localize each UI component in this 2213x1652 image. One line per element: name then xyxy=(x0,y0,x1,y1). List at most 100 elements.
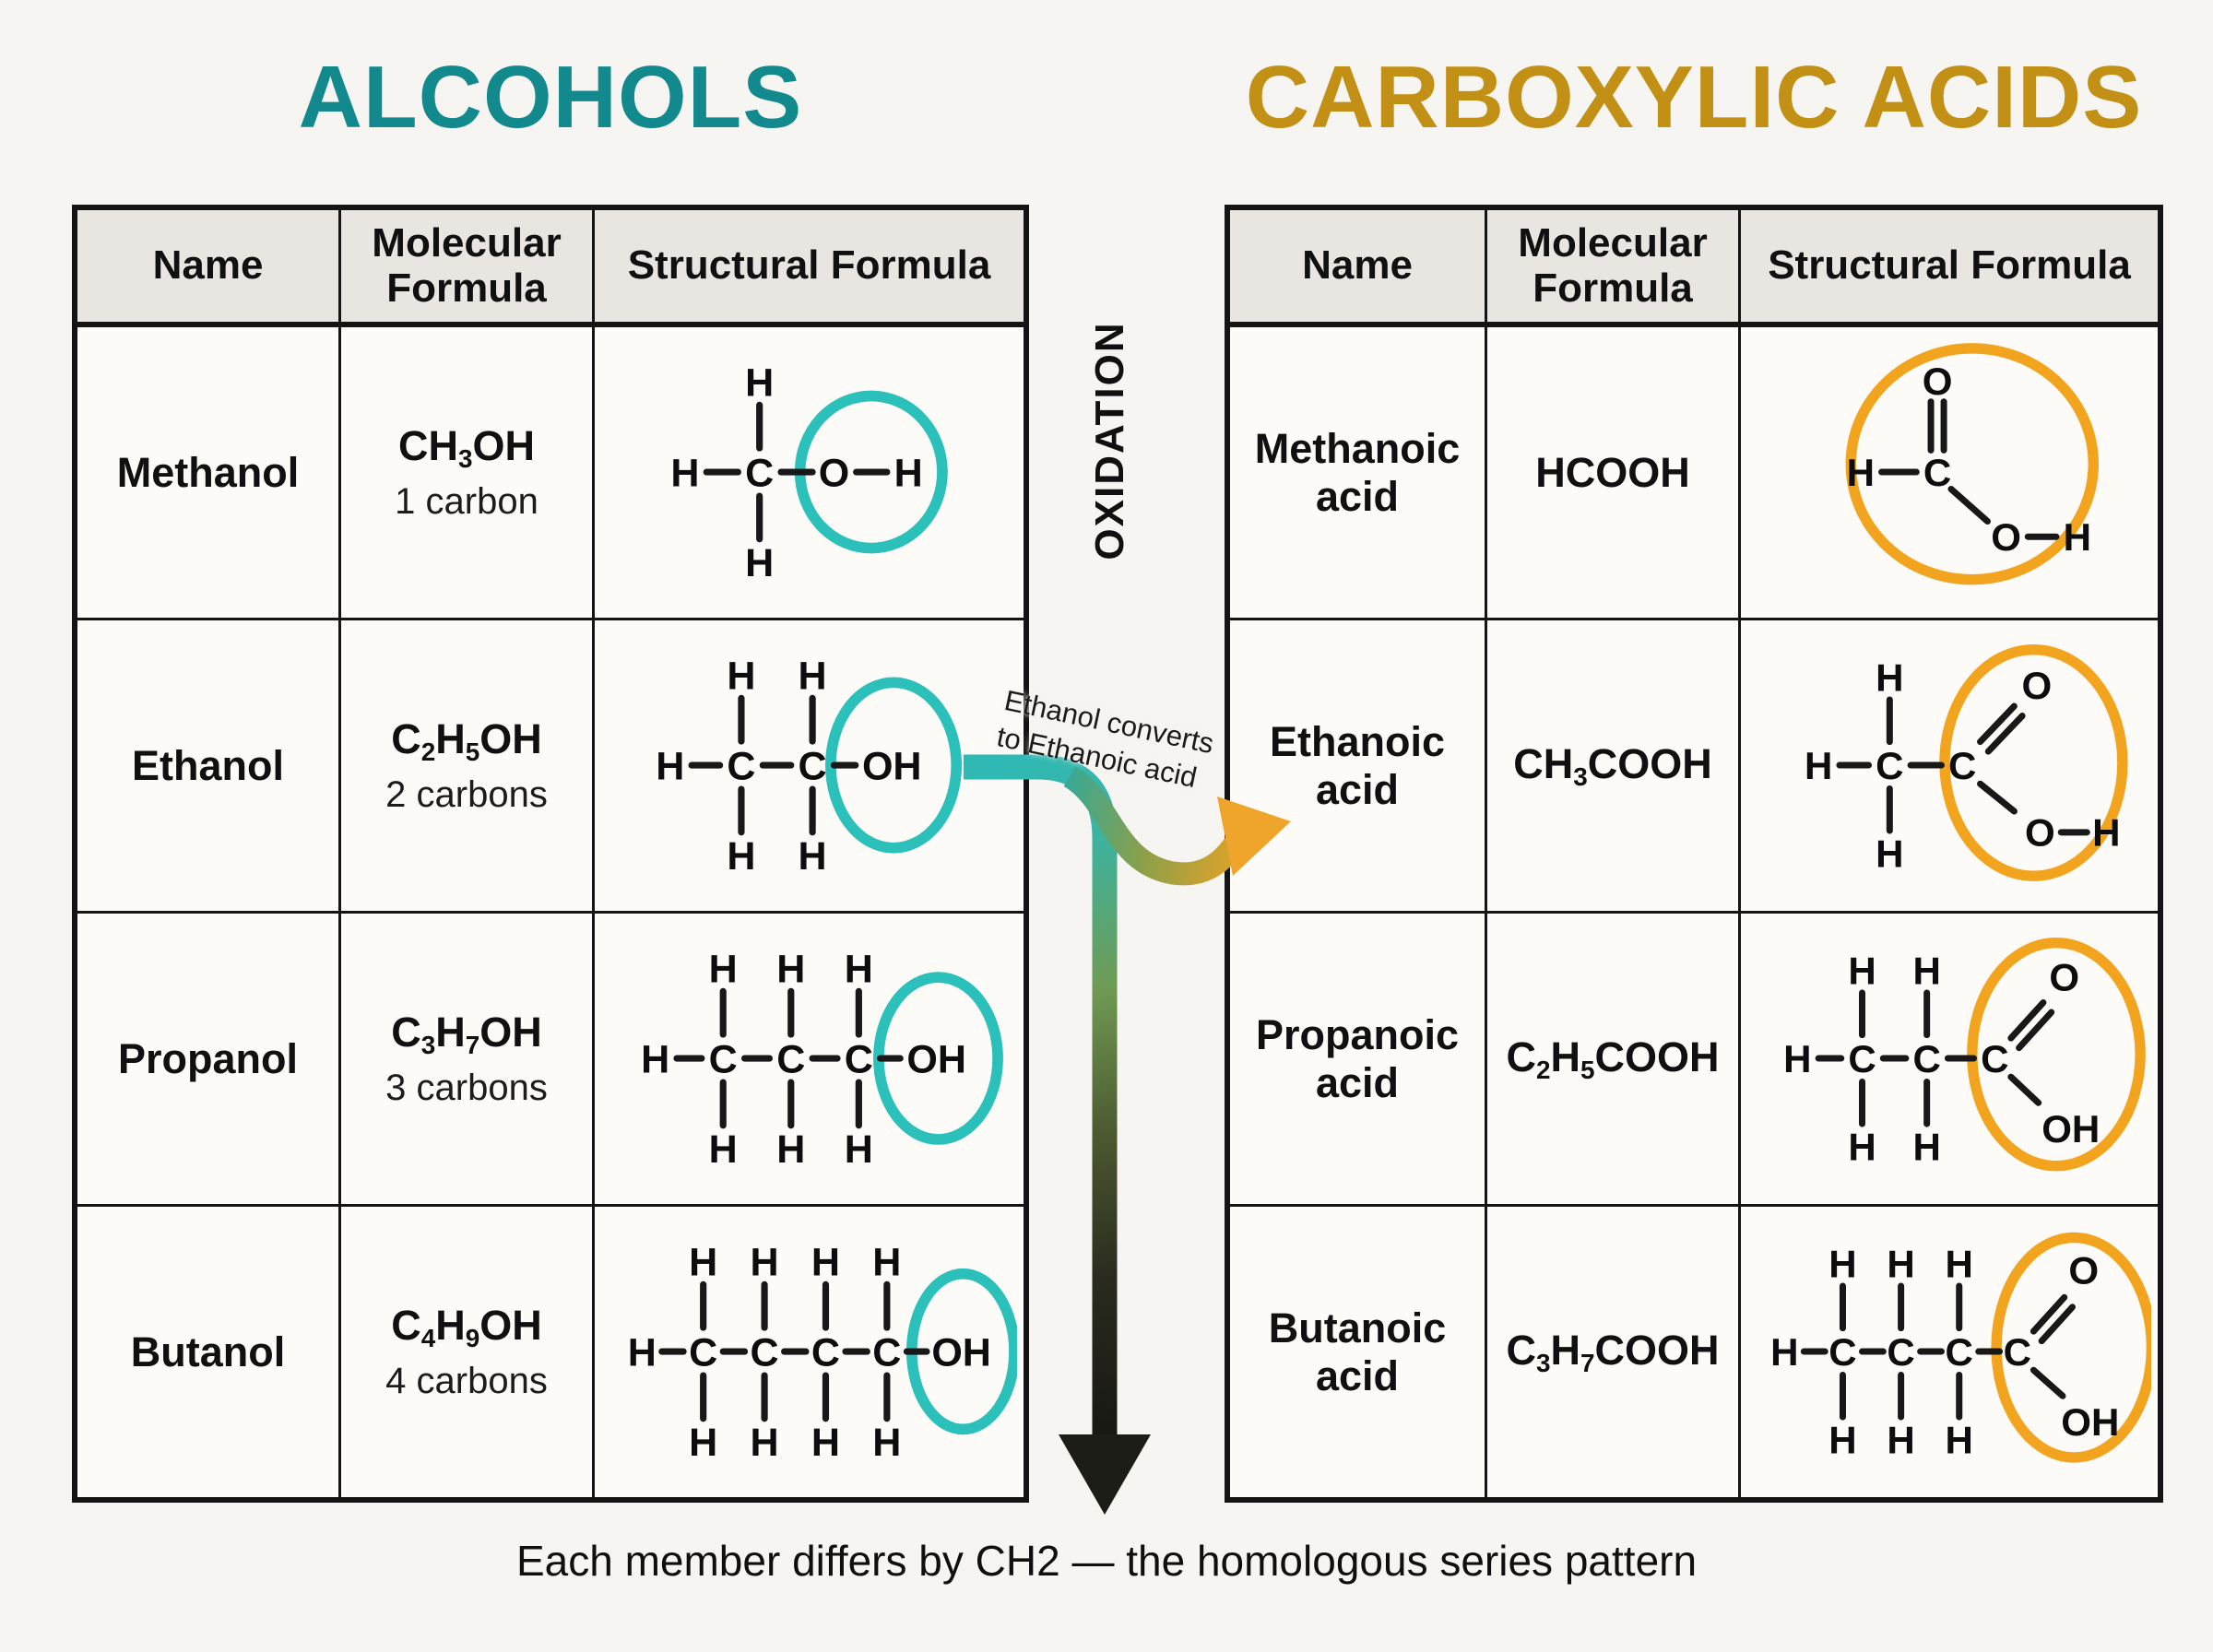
atom-label: O xyxy=(2049,956,2079,999)
formula-text: C4H9OH xyxy=(391,1302,542,1353)
atom-label: H xyxy=(799,655,827,699)
atom-label: H xyxy=(709,948,738,992)
formula-segment: C xyxy=(1506,1032,1536,1080)
bond-line xyxy=(1984,713,2026,756)
atom-label: C xyxy=(709,1038,738,1082)
atom-label: H xyxy=(628,1331,657,1375)
alcohol-molecular-formula: C2H5OH 2 carbons xyxy=(341,620,592,911)
formula-segment: COOH xyxy=(1594,1032,1720,1080)
formula-segment: COOH xyxy=(1587,739,1712,787)
atom-label: H xyxy=(670,452,699,496)
formula-segment: H xyxy=(1550,1326,1581,1374)
bond-line xyxy=(2030,1294,2068,1336)
atom-label: C xyxy=(1887,1330,1914,1374)
formula-text: C2H5COOH xyxy=(1506,1033,1719,1085)
formula-subscript: 5 xyxy=(465,737,480,766)
alcohol-name: Propanol xyxy=(77,914,338,1204)
atom-label: C xyxy=(799,745,827,789)
formula-segment: CH xyxy=(1513,739,1574,787)
atom-label: H xyxy=(776,1128,805,1173)
atom-label: C xyxy=(2003,1330,2030,1374)
atom-label: H xyxy=(845,948,873,992)
formula-subscript: 3 xyxy=(457,443,473,473)
formula-segment: H xyxy=(435,715,466,763)
acid-molecular-formula: HCOOH xyxy=(1487,327,1738,618)
atom-label: H xyxy=(1945,1243,1972,1286)
formula-subscript: 4 xyxy=(420,1323,436,1352)
atom-label: H xyxy=(1887,1243,1914,1286)
column-header-molecular-formula: Molecular Formula xyxy=(341,210,592,324)
bond-line xyxy=(1976,781,2018,815)
atom-label: H xyxy=(811,1241,840,1285)
formula-text: C3H7COOH xyxy=(1506,1327,1719,1378)
formula-segment: HCOOH xyxy=(1535,448,1690,496)
oxidation-down-arrowhead xyxy=(1059,1434,1151,1515)
formula-subscript: 2 xyxy=(1535,1055,1551,1084)
atom-label: H xyxy=(1828,1243,1856,1286)
atom-label: H xyxy=(2092,811,2120,855)
formula-segment: OH xyxy=(472,422,536,470)
formula-segment: OH xyxy=(479,715,542,763)
column-header-structural-formula: Structural Formula xyxy=(595,210,1024,324)
alcohol-name: Butanol xyxy=(77,1207,338,1497)
atom-label: H xyxy=(1805,744,1832,787)
homologous-series-caption: Each member differs by CH2 — the homolog… xyxy=(515,1537,1698,1585)
bond-line xyxy=(2007,999,2047,1043)
atom-label: H xyxy=(1846,451,1874,494)
atom-label: OH xyxy=(931,1331,991,1375)
atom-label: C xyxy=(745,452,774,496)
atom-label: C xyxy=(1876,744,1903,787)
oxidation-label: OXIDATION xyxy=(1087,321,1132,560)
formula-subscript: 2 xyxy=(420,737,436,766)
atom-label: OH xyxy=(2061,1401,2119,1445)
carboxyl-highlight-circle xyxy=(1991,1233,2152,1464)
atom-label: H xyxy=(811,1422,840,1466)
atom-label: C xyxy=(811,1331,840,1375)
formula-segment: C xyxy=(391,715,421,763)
atom-label: H xyxy=(727,835,755,879)
formula-segment: COOH xyxy=(1594,1326,1720,1374)
carboxylic-acids-title: CARBOXYLIC ACIDS xyxy=(1245,48,2143,147)
atom-label: H xyxy=(1912,950,1940,993)
formula-segment: CH xyxy=(397,422,458,470)
bond-line xyxy=(1976,702,2018,746)
atom-label: H xyxy=(1876,656,1903,700)
atom-label: H xyxy=(872,1422,901,1466)
atom-label: C xyxy=(872,1331,901,1375)
formula-subscript: 7 xyxy=(465,1030,480,1059)
acid-name: Propanoic acid xyxy=(1230,914,1485,1204)
alcohol-molecular-formula: C3H7OH 3 carbons xyxy=(341,914,592,1204)
bond-line xyxy=(2038,1304,2076,1345)
atom-label: C xyxy=(845,1038,873,1082)
atom-label: H xyxy=(776,948,805,992)
atom-label: H xyxy=(750,1241,778,1285)
acid-molecular-formula: C3H7COOH xyxy=(1487,1207,1738,1497)
atom-label: C xyxy=(1945,1330,1972,1374)
formula-subscript: 3 xyxy=(1573,761,1588,791)
formula-segment: OH xyxy=(479,1009,542,1056)
atom-label: OH xyxy=(2041,1108,2100,1151)
atom-label: H xyxy=(1887,1419,1914,1462)
atom-label: O xyxy=(1922,360,1952,403)
atom-label: H xyxy=(641,1038,669,1082)
carboxyl-highlight-circle xyxy=(1939,644,2128,882)
atom-label: H xyxy=(689,1241,717,1285)
formula-text: HCOOH xyxy=(1535,449,1690,497)
atom-label: H xyxy=(745,361,774,406)
atom-label: C xyxy=(1981,1037,2008,1080)
alcohol-name: Ethanol xyxy=(77,620,338,911)
alcohols-title: ALCOHOLS xyxy=(298,48,803,147)
atom-label: H xyxy=(1828,1419,1856,1462)
column-header-molecular-formula: Molecular Formula xyxy=(1487,210,1738,324)
atom-label: OH xyxy=(906,1038,966,1082)
